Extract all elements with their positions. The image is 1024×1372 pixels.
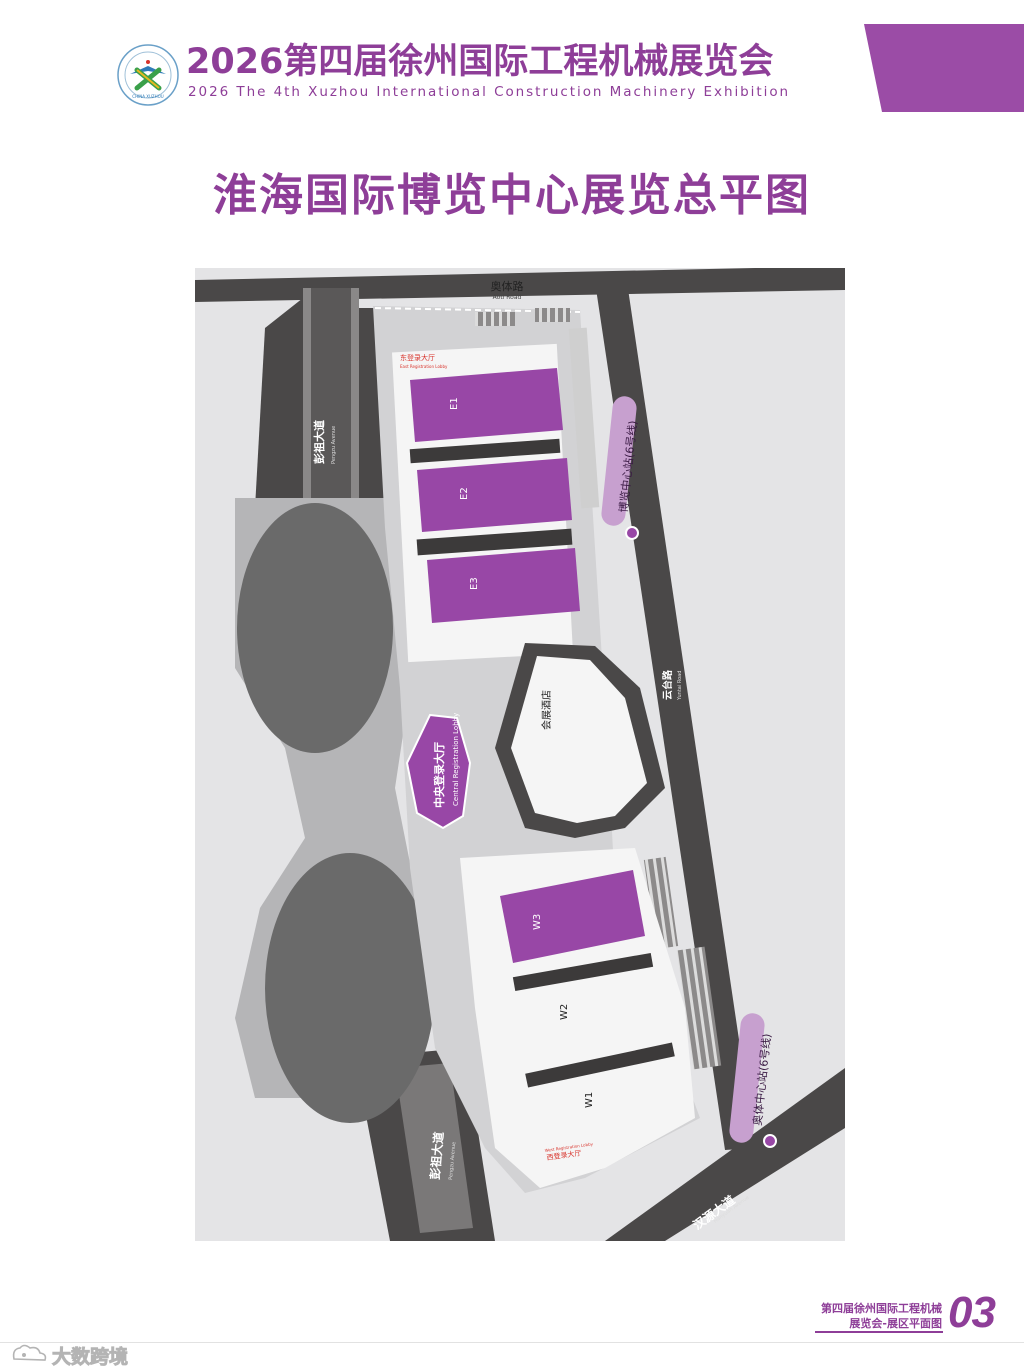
hotel-label: 会展酒店: [540, 690, 553, 730]
station-north-icon: [625, 526, 639, 540]
west-lobby-en: West Registration Lobby: [544, 1141, 593, 1153]
central-lobby-cn: 中央登录大厅: [432, 742, 446, 808]
footer-title-line2: 展览会-展区平面图: [849, 1317, 942, 1330]
east-lobby-cn: 东登录大厅: [400, 353, 435, 362]
road-north-en: Aoti Road: [493, 294, 522, 301]
page-title: 淮海国际博览中心展览总平图: [213, 170, 811, 221]
exhibition-title-cn: 2026第四届徐州国际工程机械展览会: [186, 42, 774, 82]
road-north-cn: 奥体路: [491, 279, 524, 293]
oval-north: [237, 503, 393, 753]
watermark-logo-icon: [12, 1344, 47, 1361]
hall-e2: [417, 458, 572, 532]
hall-w1-label: W1: [584, 1092, 595, 1108]
hall-e1: [410, 368, 563, 442]
hotel: [511, 656, 647, 823]
hall-e3-label: E3: [469, 577, 480, 590]
hall-w2-label: W2: [559, 1004, 570, 1020]
logo-caption: CHINA XUZHOU: [132, 94, 163, 99]
watermark-divider: [0, 1342, 1024, 1343]
avenue-west-cn: 彭祖大道: [312, 420, 326, 464]
hall-w3-label: W3: [532, 914, 543, 930]
station-north-pill: [601, 396, 637, 526]
venue-map: E1 E2 E3 会展酒店 中央登录大厅 Central Registratio…: [195, 268, 845, 1241]
footer-underline: [815, 1331, 943, 1333]
central-lobby-en: Central Registration Lobby: [452, 713, 460, 806]
exhibition-logo: CHINA XUZHOU: [117, 44, 179, 106]
hall-e1-label: E1: [449, 397, 460, 410]
header-corner-band: [864, 24, 1024, 112]
page-number: 03: [948, 1288, 996, 1337]
station-south-icon: [763, 1134, 777, 1148]
east-lobby-en: East Registration Lobby: [400, 364, 448, 369]
station-south-pill: [729, 1013, 765, 1143]
road-south: [605, 1068, 845, 1241]
road-east-cn: 云台路: [661, 669, 674, 700]
road-east: [595, 282, 755, 1150]
watermark-text: 大数跨境: [52, 1346, 129, 1369]
road-east-en: Yuntai Road: [677, 671, 683, 701]
oval-south: [265, 853, 435, 1123]
central-registration-lobby: [405, 713, 472, 830]
avenue-west-south-en: Pengzu Avenue: [448, 1142, 457, 1181]
hall-e2-label: E2: [459, 487, 470, 500]
avenue-west-south-cn: 彭祖大道: [427, 1131, 446, 1180]
avenue-west-en: Pengzu Avenue: [331, 426, 337, 464]
exhibition-title-en: 2026 The 4th Xuzhou International Constr…: [188, 84, 791, 100]
footer-title-line1: 第四届徐州国际工程机械: [821, 1302, 942, 1315]
hall-w3: [500, 870, 645, 963]
hall-e3: [427, 548, 580, 623]
